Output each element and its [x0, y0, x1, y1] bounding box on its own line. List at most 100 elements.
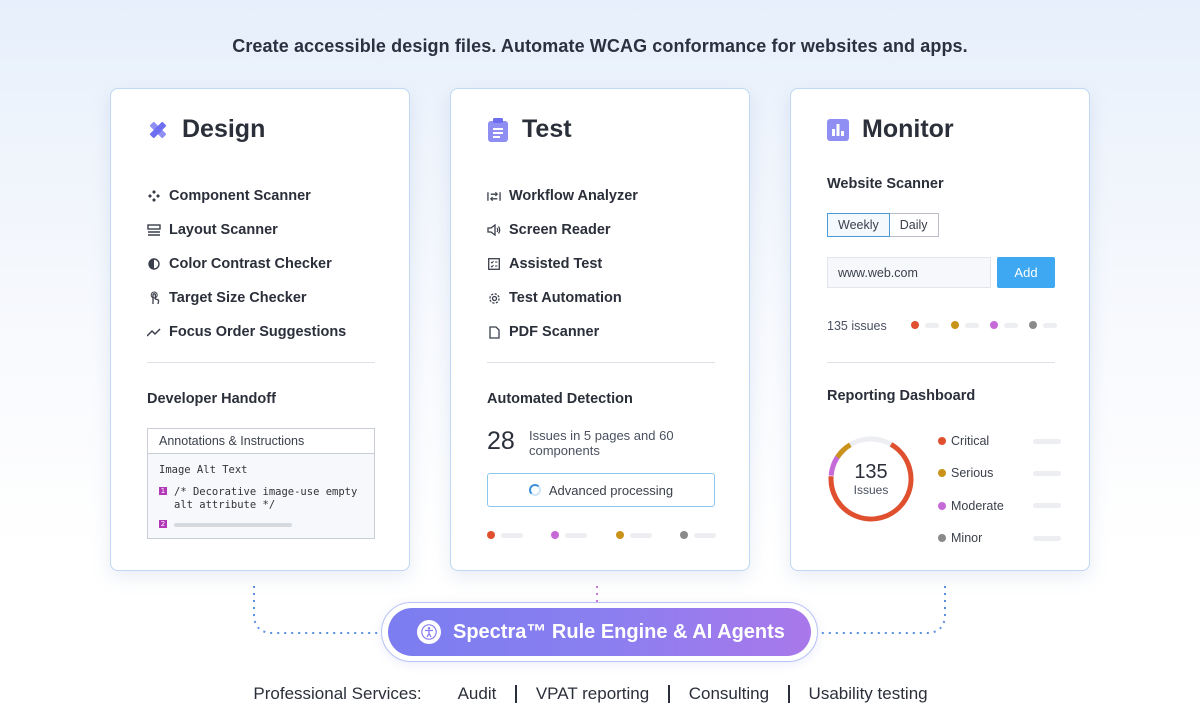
layout-icon [147, 223, 161, 237]
legend-item-critical: Critical [938, 425, 1061, 457]
donut-center: 135 Issues [827, 435, 915, 523]
monitor-title: Monitor [862, 115, 954, 143]
feature-pdf-scanner[interactable]: PDF Scanner [487, 315, 638, 349]
test-title: Test [522, 115, 572, 143]
workflow-icon [487, 189, 501, 203]
severity-indicator-critical [487, 531, 523, 539]
design-title: Design [182, 115, 266, 143]
design-card: Design Component Scanner Layout Scanner … [110, 88, 410, 571]
feature-test-automation[interactable]: Test Automation [487, 281, 638, 315]
spectra-engine-button[interactable]: Spectra™ Rule Engine & AI Agents [388, 608, 811, 656]
feature-component-scanner[interactable]: Component Scanner [147, 179, 346, 213]
service-audit[interactable]: Audit [457, 684, 497, 703]
feature-label: Focus Order Suggestions [169, 324, 347, 340]
legend-label: Minor [951, 531, 983, 546]
contrast-icon [147, 257, 161, 271]
severity-indicator-critical [911, 321, 939, 329]
placeholder-bar [501, 532, 523, 538]
feature-focus-order-suggestions[interactable]: Focus Order Suggestions [147, 315, 346, 349]
reporting-dashboard-title: Reporting Dashboard [827, 388, 976, 404]
touch-icon [147, 291, 161, 305]
service-vpat-reporting[interactable]: VPAT reporting [535, 684, 650, 703]
service-consulting[interactable]: Consulting [688, 684, 770, 703]
legend-label: Moderate [951, 498, 1004, 513]
placeholder-bar [694, 532, 716, 538]
severity-indicator-minor [1029, 321, 1057, 329]
severity-indicator-moderate [551, 531, 587, 539]
feature-label: Component Scanner [169, 188, 311, 204]
issues-donut-chart [828, 436, 914, 522]
pencil-ruler-icon [146, 118, 170, 142]
weekly-toggle[interactable]: Weekly [827, 213, 890, 237]
feature-label: Assisted Test [509, 256, 603, 272]
feature-label: Test Automation [509, 290, 622, 306]
automated-detection-title: Automated Detection [487, 391, 633, 407]
legend-item-moderate: Moderate [938, 490, 1061, 522]
accessibility-icon [417, 620, 441, 644]
frequency-toggle: Weekly Daily [827, 213, 939, 237]
advanced-processing-button[interactable]: Advanced processing [487, 473, 715, 507]
divider [827, 362, 1055, 363]
severity-indicator-minor [680, 531, 716, 539]
feature-layout-scanner[interactable]: Layout Scanner [147, 213, 346, 247]
severity-indicator-serious [951, 321, 979, 329]
placeholder-bar [1033, 438, 1061, 444]
placeholder-bar [1033, 503, 1061, 509]
legend-label: Serious [951, 466, 994, 481]
alt-text-label: Image Alt Text [159, 464, 248, 476]
status-dot [680, 531, 688, 539]
separator [788, 685, 790, 703]
legend-label: Critical [951, 434, 990, 449]
feature-workflow-analyzer[interactable]: Workflow Analyzer [487, 179, 638, 213]
donut-segment-moderate [828, 436, 914, 522]
feature-label: Target Size Checker [169, 290, 307, 306]
annotation-code: /* Decorative image-use empty alt attrib… [174, 486, 357, 512]
headline: Create accessible design files. Automate… [232, 36, 968, 56]
status-dot [616, 531, 624, 539]
feature-target-size-checker[interactable]: Target Size Checker [147, 281, 346, 315]
daily-toggle[interactable]: Daily [889, 213, 939, 237]
url-input[interactable] [827, 257, 991, 288]
code-line: alt attribute */ [174, 499, 276, 511]
engine-label: Spectra™ Rule Engine & AI Agents [453, 620, 785, 643]
bar-chart-icon [826, 118, 850, 142]
document-icon [487, 325, 501, 339]
advanced-processing-label: Advanced processing [548, 482, 674, 498]
spinner-icon [528, 484, 541, 496]
placeholder-bar [565, 532, 587, 538]
feature-label: Color Contrast Checker [169, 256, 332, 272]
status-dot [1029, 321, 1037, 329]
add-button[interactable]: Add [997, 257, 1055, 288]
divider [147, 362, 375, 363]
placeholder-bar [630, 532, 652, 538]
placeholder-bar [1043, 322, 1057, 328]
feature-screen-reader[interactable]: Screen Reader [487, 213, 638, 247]
annotation-header: Annotations & Instructions [148, 429, 374, 454]
website-scanner-title: Website Scanner [827, 176, 944, 192]
divider [487, 362, 715, 363]
placeholder-bar [965, 322, 979, 328]
feature-assisted-test[interactable]: Assisted Test [487, 247, 638, 281]
monitor-card: Monitor Website Scanner Weekly Daily Add… [790, 88, 1090, 571]
detected-text: Issues in 5 pages and 60 components [529, 428, 674, 458]
developer-handoff-title: Developer Handoff [147, 391, 276, 407]
feature-label: Layout Scanner [169, 222, 278, 238]
trend-icon [147, 325, 161, 339]
placeholder-bar [1033, 470, 1061, 476]
status-dot [911, 321, 919, 329]
feature-label: PDF Scanner [509, 324, 600, 340]
placeholder-bar [1004, 322, 1018, 328]
status-dot [938, 469, 946, 478]
feature-label: Workflow Analyzer [509, 188, 638, 204]
marker-2: 2 [159, 520, 167, 528]
severity-indicator-moderate [990, 321, 1018, 329]
issues-count: 135 issues [827, 319, 887, 333]
services-lead: Professional Services: [253, 684, 422, 703]
test-card: Test Workflow Analyzer Screen Reader Ass… [450, 88, 750, 571]
feature-color-contrast-checker[interactable]: Color Contrast Checker [147, 247, 346, 281]
service-usability-testing[interactable]: Usability testing [808, 684, 928, 703]
severity-indicator-serious [616, 531, 652, 539]
clipboard-icon [486, 117, 510, 142]
severity-legend: Critical Serious Moderate Minor [938, 425, 1061, 554]
placeholder-bar [925, 322, 939, 328]
